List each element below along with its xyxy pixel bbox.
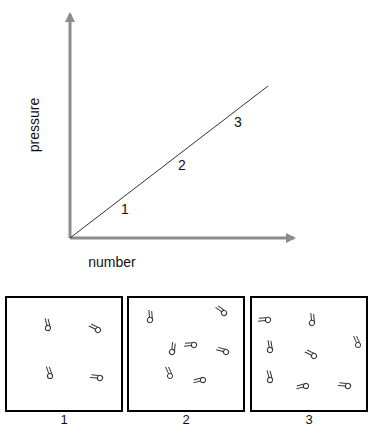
axis-label: number bbox=[88, 254, 135, 270]
point-label: 3 bbox=[234, 114, 242, 130]
box-outline bbox=[127, 296, 245, 412]
point-label: 2 bbox=[178, 157, 186, 173]
container-box: 1 bbox=[5, 296, 123, 427]
molecules bbox=[43, 304, 360, 391]
axis-label: pressure bbox=[26, 98, 42, 152]
box-label: 3 bbox=[250, 413, 368, 427]
container-box: 3 bbox=[250, 296, 368, 427]
box-outline bbox=[250, 296, 368, 412]
trend-line bbox=[70, 86, 268, 238]
point-label: 1 bbox=[121, 201, 129, 217]
axes bbox=[70, 14, 294, 238]
container-box: 2 bbox=[127, 296, 245, 427]
box-label: 1 bbox=[5, 413, 123, 427]
box-outline bbox=[5, 296, 123, 412]
box-label: 2 bbox=[127, 413, 245, 427]
